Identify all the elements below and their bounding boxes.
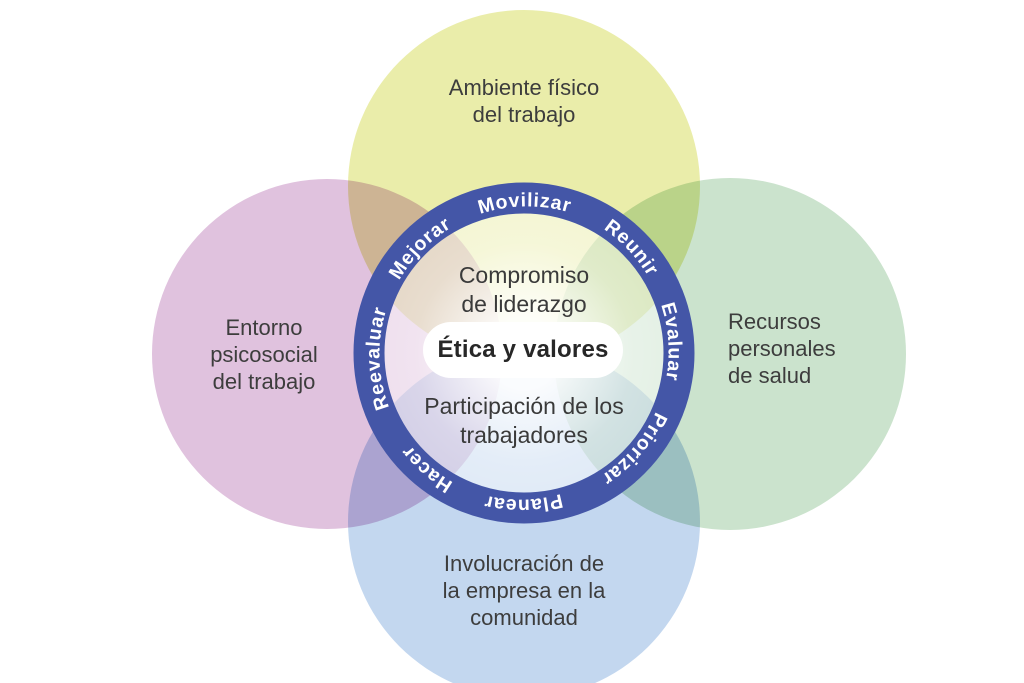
label-physical-environment: Ambiente físico del trabajo [448,75,600,127]
label-community: Involucración de la empresa en la comuni… [442,551,606,630]
ring-word-movilizar: Movilizar [476,189,574,218]
center-text-worker-participation: Participación de los trabajadores [424,393,624,448]
label-psychosocial: Entorno psicosocial del trabajo [210,315,318,394]
ring-band [353,182,695,524]
center-text-leadership: Compromiso de liderazgo [458,262,590,317]
label-personal-health: Recursos personales de salud [728,309,836,388]
ethics-values-label: Ética y valores [437,336,609,363]
ethics-values-pill: Ética y valores [423,322,623,378]
